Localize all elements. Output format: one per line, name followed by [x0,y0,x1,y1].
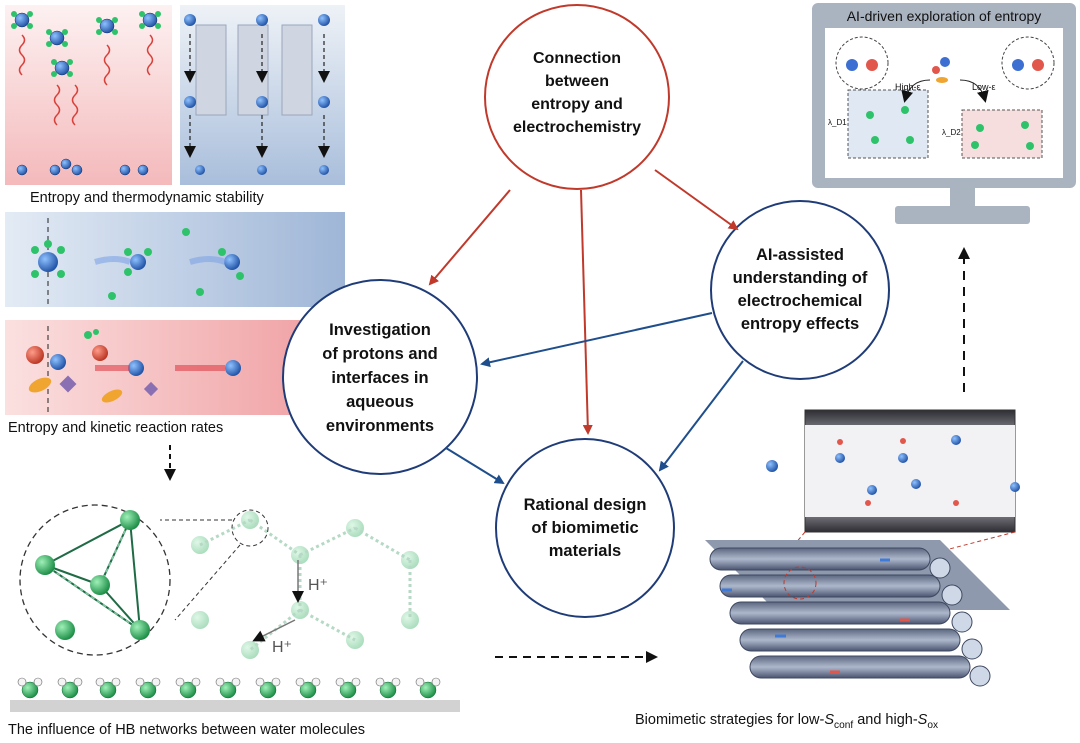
node-ai-assisted-text: AI-assisted understanding of electrochem… [715,244,885,336]
node-investigation-line-4: aqueous [346,393,414,411]
node-connection-line-4: electrochemistry [512,119,642,136]
node-ai-assisted-line-3: electrochemical [737,292,863,310]
caption-kinetic-rates: Entropy and kinetic reaction rates [8,420,224,436]
monitor-high-label: High-ε [895,82,921,92]
monitor-title: AI-driven exploration of entropy [846,8,1042,24]
node-rational-design-line-2: of biomimetic [531,519,639,537]
monitor-lambda-left: λ_D1 [828,118,847,127]
monitor-illustration [812,3,1076,224]
node-ai-assisted-line-2: understanding of [732,269,868,287]
arrow-investigation-to-design [445,447,505,485]
caption-biomimetic-sub2: ox [927,719,939,731]
monitor-low-label: Low-ε [972,82,996,92]
node-connection-line-2: between [544,73,609,90]
node-rational-design-circle [495,438,675,618]
node-rational-design-line-3: materials [548,542,622,560]
caption-biomimetic-sub1: conf [834,719,854,731]
node-ai-assisted-line-4: entropy effects [740,315,860,333]
caption-thermodynamic-stability: Entropy and thermodynamic stability [30,190,264,206]
node-investigation-line-2: of protons and [322,345,438,363]
caption-biomimetic-strategies: Biomimetic strategies for low-Sconf and … [635,712,938,731]
caption-biomimetic-s1: S [824,712,835,728]
thermo-panel-right [180,5,345,185]
node-investigation-line-1: Investigation [329,321,431,339]
node-rational-design-text: Rational design of biomimetic materials [505,494,665,563]
arrow-connection-to-investigation [428,189,511,286]
pore-channel-illustration [764,409,1020,581]
hb-proton-label-2: H⁺ [272,639,292,656]
node-connection-circle [484,4,670,190]
caption-biomimetic-mid: and high- [853,712,918,728]
kinetic-panel-blue [5,212,345,307]
node-investigation-line-5: environments [325,417,435,435]
node-ai-assisted-circle [710,200,890,380]
thermo-panel-left [5,5,172,185]
node-connection-line-3: entropy and [531,96,623,113]
node-ai-assisted-line-1: AI-assisted [755,246,845,264]
caption-hb-networks: The influence of HB networks between wat… [8,722,366,738]
caption-biomimetic-prefix: Biomimetic strategies for low- [635,712,825,728]
node-investigation-line-3: interfaces in [331,369,429,387]
monitor-lambda-right: λ_D2 [942,128,961,137]
arrow-ai-to-design [658,360,744,472]
arrow-ai-to-investigation [480,312,713,368]
node-investigation-circle [282,279,478,475]
honeycomb-structure [705,540,1010,687]
hb-network-panel [10,504,460,712]
arrow-connection-to-ai [654,169,739,231]
node-connection-text: Connection between entropy and electroch… [497,47,657,139]
node-investigation-text: Investigation of protons and interfaces … [300,318,460,438]
node-connection-line-1: Connection [533,50,621,67]
arrow-connection-to-design [580,189,593,435]
caption-biomimetic-s2: S [917,712,928,728]
node-rational-design-line-1: Rational design [523,496,647,514]
hb-proton-label-1: H⁺ [308,577,328,594]
